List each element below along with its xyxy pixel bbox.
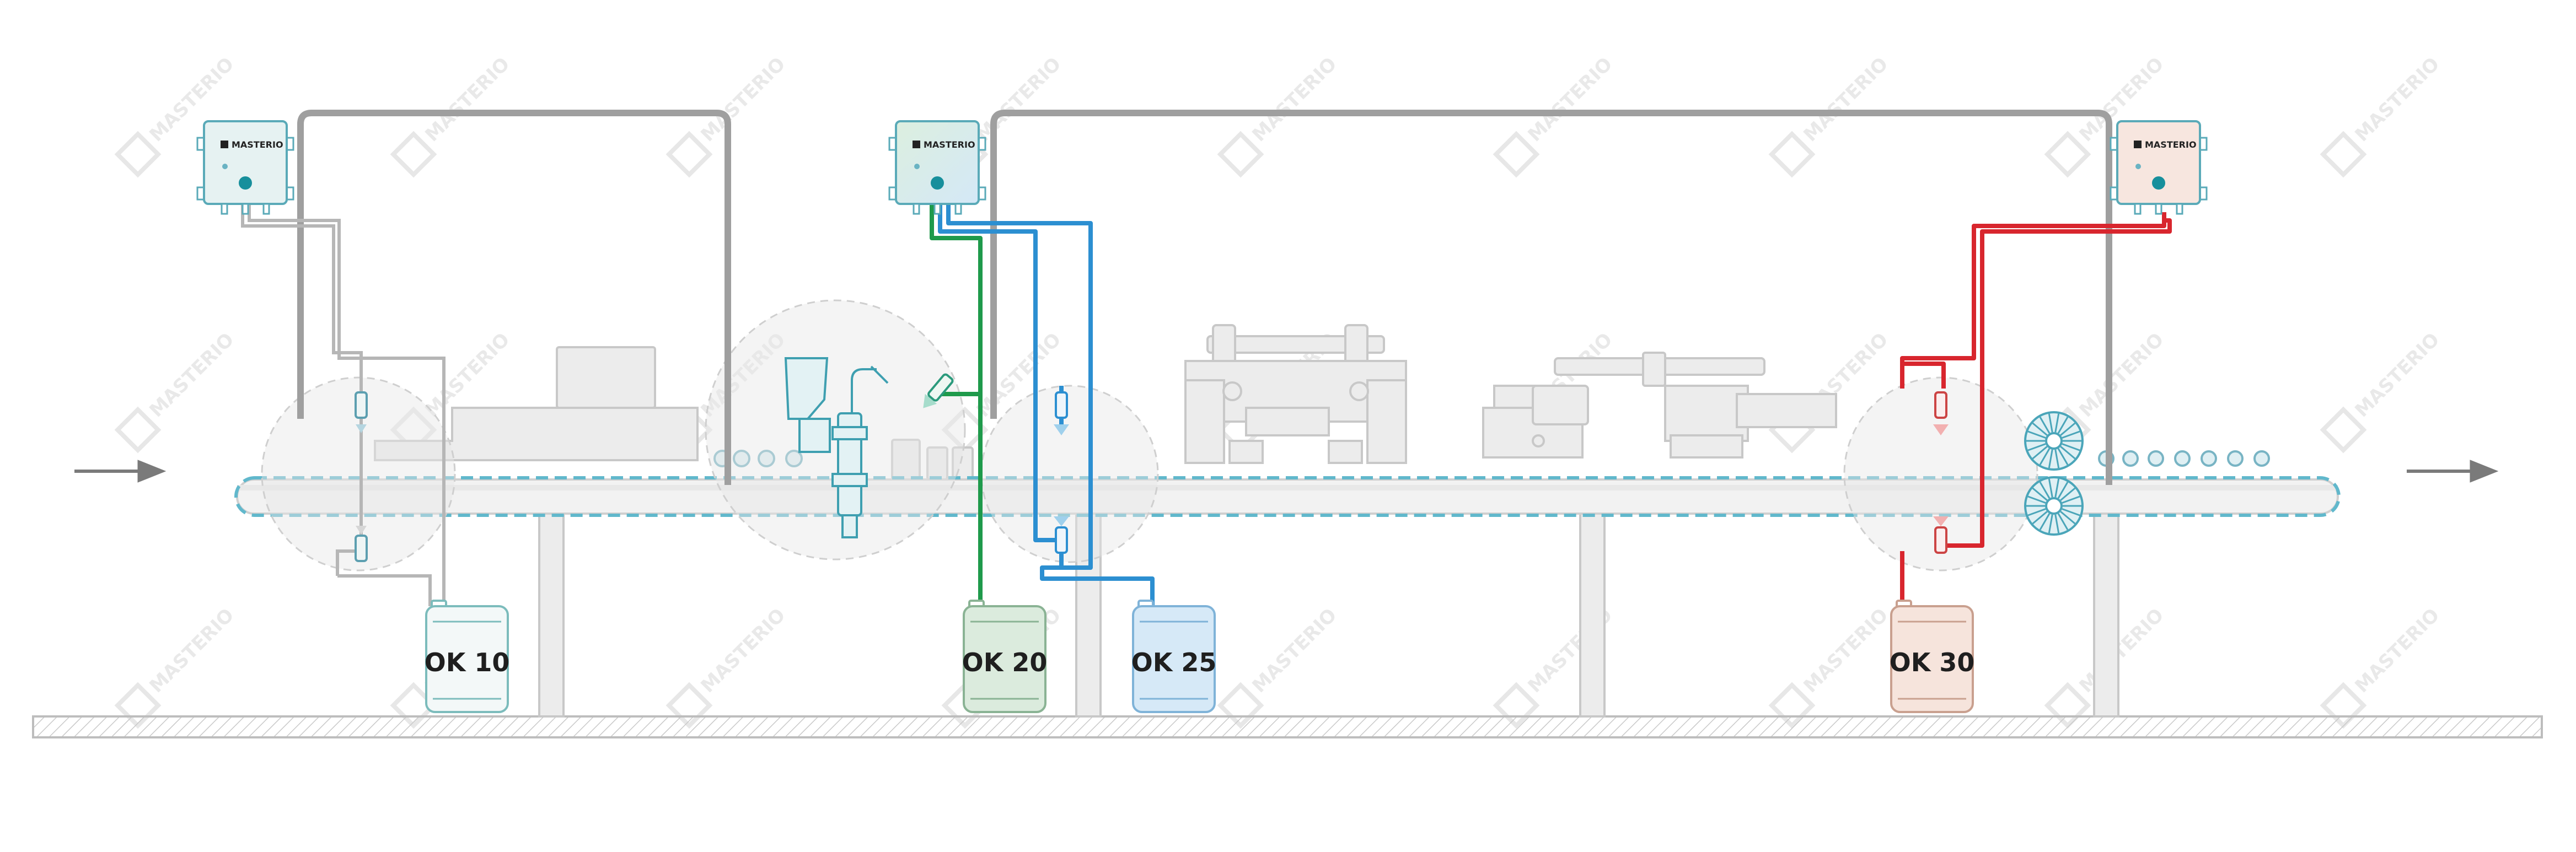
watermark-logo: MASTERIO [666,604,790,729]
controller-brand: MASTERIO [232,139,283,150]
controller-brand: MASTERIO [2145,139,2197,150]
watermark-text: MASTERIO [2350,328,2444,422]
watermark-text: MASTERIO [1248,53,1341,146]
nozzle-gray-top [355,391,368,433]
watermark-text: MASTERIO [696,604,790,697]
controller-unit: MASTERIO [888,120,986,215]
arrow-right-icon [2407,460,2499,483]
watermark-text: MASTERIO [2350,53,2444,146]
watermark-logo: MASTERIO [1217,604,1341,729]
controller-unit: MASTERIO [2110,120,2208,215]
controller-unit: MASTERIO [196,120,294,215]
conveyor-dashed-belt [234,476,2341,517]
watermark-logo: MASTERIO [2320,328,2444,454]
tank-label: OK 30 [1890,648,1975,677]
zoom-circles [261,299,2038,571]
watermark-text: MASTERIO [1523,53,1617,146]
nozzle-red-bottom [1933,516,1949,554]
floor [32,715,2543,738]
watermark-text: MASTERIO [1799,53,1892,146]
nozzle-green-angled [923,373,954,408]
tank-label: OK 20 [962,648,1048,677]
nozzles [355,373,1949,562]
press-machine-2 [1482,352,1837,459]
gray-tubes [241,204,446,606]
watermark-logo: MASTERIO [2320,53,2444,178]
watermark-text: MASTERIO [145,328,238,422]
tank-label: OK 25 [1131,648,1217,677]
watermark-text: MASTERIO [2075,604,2168,697]
watermark-logo: MASTERIO [1768,604,1892,729]
watermark-text: MASTERIO [1248,604,1341,697]
red-lines [1900,212,2172,601]
watermark-text: MASTERIO [421,53,514,146]
nozzle-red-top [1933,391,1949,435]
controller-brand: MASTERIO [924,139,975,150]
tank-label: OK 10 [425,648,510,677]
press-machine-1 [1184,324,1407,464]
tank-ok25: OK 25 [1131,600,1217,713]
watermark-text: MASTERIO [1799,604,1892,697]
conveyor-belt-track [237,485,2338,490]
watermark-logo: MASTERIO [114,604,238,729]
watermark-text: MASTERIO [2075,328,2168,422]
roller-brushes [2024,411,2084,536]
arrow-right-icon [74,460,167,483]
dispenser-device [784,357,889,538]
watermark-text: MASTERIO [2350,604,2444,697]
watermark-text: MASTERIO [145,604,238,697]
watermark-text: MASTERIO [972,53,1065,146]
watermark-logo: MASTERIO [114,328,238,454]
tank-ok10: OK 10 [425,600,510,713]
watermark-text: MASTERIO [696,53,790,146]
tank-ok30: OK 30 [1890,600,1975,713]
machine-block-left [374,346,699,461]
watermark-logo: MASTERIO [2320,604,2444,729]
nozzle-blue-top [1054,391,1069,435]
nozzle-gray-bottom [355,526,368,562]
nozzle-blue-bottom [1054,516,1069,554]
tank-ok20: OK 20 [962,600,1048,713]
gray-cables [297,110,2112,485]
